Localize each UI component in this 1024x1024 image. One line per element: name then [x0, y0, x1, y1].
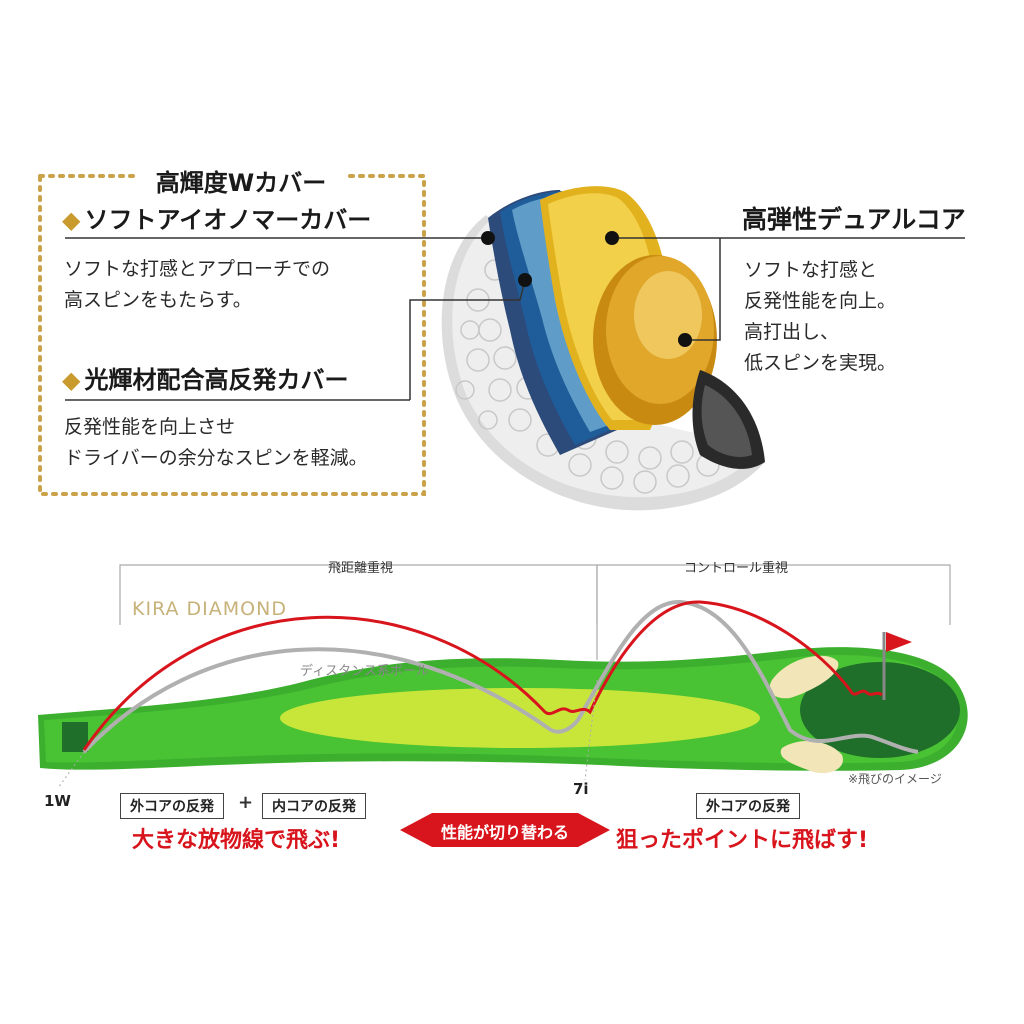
course-diagram [38, 564, 968, 847]
diamond-bullet-icon: ◆ [62, 206, 81, 234]
control-bracket [597, 564, 951, 625]
core-desc-2: 反発性能を向上。 [744, 290, 897, 312]
core-desc-3: 高打出し、 [744, 321, 840, 343]
outer-core-box: 外コアの反発 [120, 793, 224, 819]
bright-cover-title-text: 光輝材配合高反発カバー [84, 366, 349, 394]
distance-ball-label: ディスタンス系ボール [300, 664, 429, 679]
fairway-center [280, 688, 760, 748]
bright-cover-desc-2: ドライバーの余分なスピンを軽減。 [64, 447, 368, 469]
club-1w-label: 1W [44, 792, 71, 810]
core-desc-4: 低スピンを実現。 [744, 352, 897, 374]
switch-arrow [400, 813, 610, 847]
ball-diagram [38, 174, 965, 511]
bunker-bottom [780, 740, 843, 774]
switch-label: 性能が切り替わる [440, 823, 569, 842]
soft-cover-title: ◆ソフトアイオノマーカバー [62, 200, 371, 235]
outer-core-box-right: 外コアの反発 [696, 793, 800, 819]
image-note: ※飛びのイメージ [848, 772, 942, 786]
left-slogan: 大きな放物線で飛ぶ! [132, 828, 341, 853]
plus-sign: + [238, 792, 254, 813]
brand-label: KIRA DIAMOND [132, 598, 287, 620]
bright-cover-title: ◆光輝材配合高反発カバー [62, 360, 348, 395]
inner-core-box: 内コアの反発 [262, 793, 366, 819]
cover-section-title: 高輝度Wカバー [135, 163, 347, 198]
bunker-top [769, 655, 839, 699]
core-title: 高弾性デュアルコア [742, 205, 966, 234]
club-7i-label: 7i [573, 780, 589, 798]
distance-focus-label: 飛距離重視 [328, 561, 394, 576]
putting-green [800, 662, 960, 758]
tee-box [62, 722, 88, 752]
distance-ball-trajectory [82, 599, 919, 754]
bright-cover-desc-1: 反発性能を向上させ [64, 416, 236, 438]
right-slogan: 狙ったポイントに飛ばす! [616, 828, 869, 853]
core-desc-1: ソフトな打感と [744, 259, 878, 281]
golf-ball-illustration [441, 186, 765, 511]
kira-trajectory [82, 600, 883, 751]
soft-cover-desc-2: 高スピンをもたらす。 [64, 289, 252, 311]
soft-cover-desc-1: ソフトな打感とアプローチでの [64, 258, 331, 280]
diamond-bullet-icon: ◆ [62, 366, 81, 394]
soft-cover-title-text: ソフトアイオノマーカバー [84, 206, 372, 234]
control-focus-label: コントロール重視 [684, 561, 789, 576]
flag-icon [886, 632, 912, 652]
